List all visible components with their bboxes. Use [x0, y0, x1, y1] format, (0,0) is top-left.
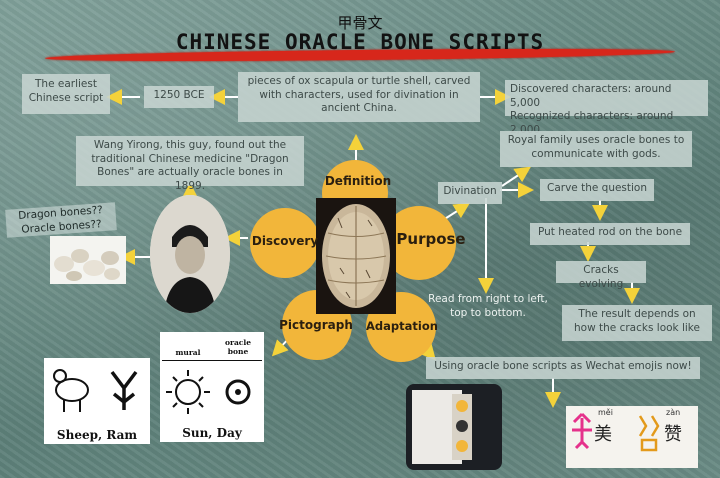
pictograph-label: Pictograph	[279, 318, 353, 332]
sheep-caption: Sheep, Ram	[56, 428, 138, 442]
oracle-emoji-card: měi 美 zàn 赞	[566, 406, 698, 468]
reading-direction-text: Read from right to left, top to bottom.	[428, 293, 548, 319]
chinese-title: 甲骨文	[337, 14, 383, 32]
sun-pictograph-card: mural oracle bone Sun, Day	[160, 332, 264, 442]
discovered-characters: Discovered characters: around 5,000	[510, 83, 672, 109]
wang-yirong-text: Wang Yirong, this guy, found out the tra…	[76, 136, 304, 192]
label-divider	[162, 360, 262, 361]
emoji-sticker-icon	[456, 440, 468, 452]
sun-glyph-icon	[166, 370, 251, 414]
definition-text-box: pieces of ox scapula or turtle shell, ca…	[238, 72, 480, 122]
zan-pinyin: zàn	[666, 408, 681, 417]
wang-yirong-portrait	[150, 195, 230, 313]
emoji-sticker-icon	[456, 400, 468, 412]
portrait-figure-icon	[150, 195, 230, 313]
emoji-sticker-icon	[456, 420, 468, 432]
zan-oracle-glyph-icon	[638, 415, 660, 452]
mei-pinyin: měi	[598, 408, 613, 417]
turtle-shell-icon	[322, 204, 390, 308]
dragon-bones-photo	[50, 236, 126, 284]
carve-question-box: Carve the question	[540, 179, 654, 201]
result-box: The result depends on how the cracks loo…	[562, 305, 712, 341]
earliest-script-box: The earliest Chinese script	[22, 74, 110, 114]
discovery-label: Discovery	[251, 234, 319, 248]
sun-caption: Sun, Day	[182, 426, 242, 440]
turtle-shell-photo	[316, 198, 396, 314]
purpose-label: Purpose	[396, 230, 466, 248]
page-title: CHINESE ORACLE BONE SCRIPTS	[175, 30, 545, 54]
oracle-bone-label: oracle bone	[224, 338, 251, 356]
bone-fragments-icon	[54, 249, 120, 281]
adaptation-label: Adaptation	[366, 319, 438, 333]
divination-box: Divination	[438, 182, 502, 204]
zan-character: 赞	[664, 424, 682, 445]
cracks-evolving-box: Cracks evolving	[556, 261, 646, 290]
mei-character: 美	[594, 424, 612, 445]
phone-screenshot	[406, 384, 502, 470]
ram-and-sheep-glyph-icon	[53, 369, 138, 412]
definition-label: Definition	[324, 174, 392, 188]
discovery-node[interactable]	[250, 208, 320, 278]
mei-oracle-glyph-icon	[572, 412, 592, 450]
royal-family-box: Royal family uses oracle bones to commun…	[500, 131, 692, 167]
wechat-emojis-box: Using oracle bone scripts as Wechat emoj…	[426, 357, 700, 379]
date-box: 1250 BCE	[144, 86, 214, 108]
heated-rod-box: Put heated rod on the bone	[530, 223, 690, 245]
characters-count-box: Discovered characters: around 5,000 Reco…	[505, 80, 708, 136]
sheep-pictograph-card: Sheep, Ram	[44, 358, 150, 444]
mural-label: mural	[175, 348, 201, 357]
